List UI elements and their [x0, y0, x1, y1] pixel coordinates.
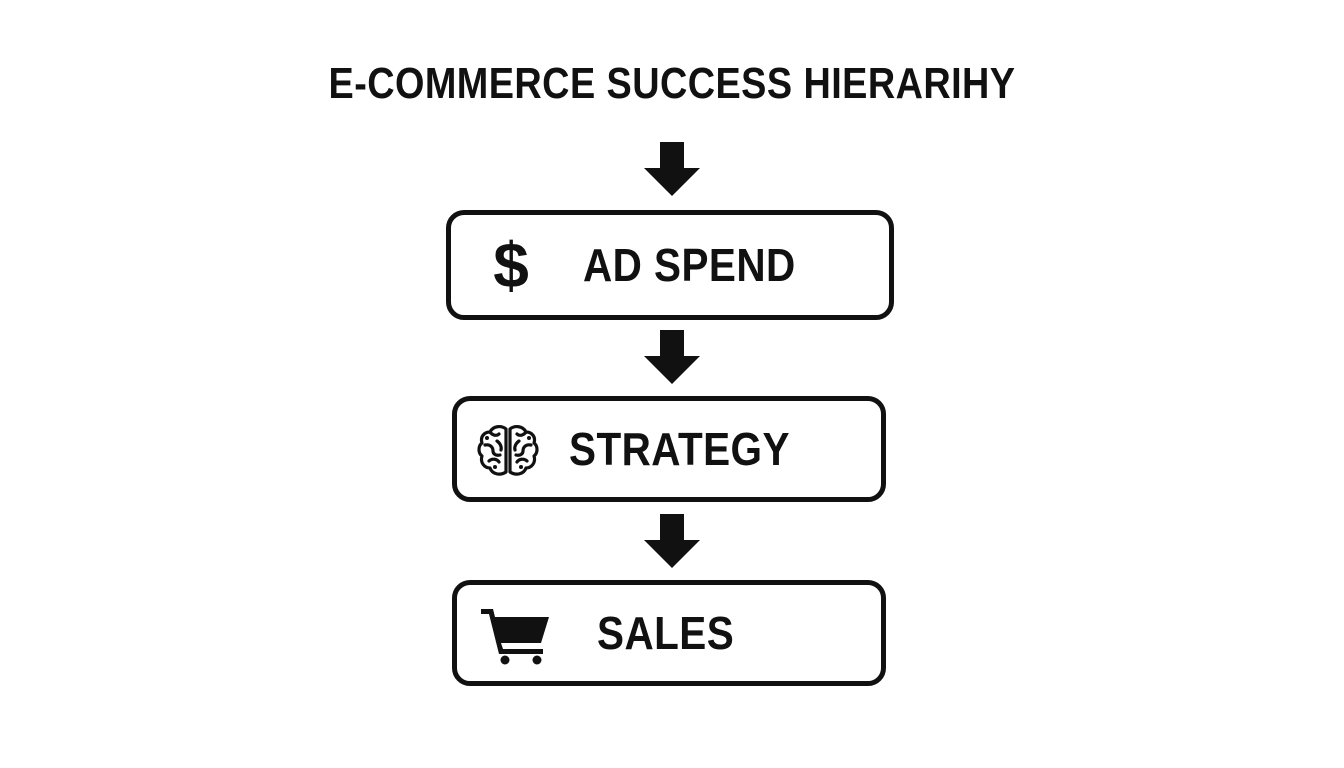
down-arrow-icon — [644, 514, 700, 568]
step-label-strategy: STRATEGY — [569, 423, 790, 475]
step-label-sales: SALES — [597, 607, 735, 659]
diagram-title: E-COMMERCE SUCCESS HIERARIHY — [328, 59, 1016, 108]
step-box-ad-spend: $ AD SPEND — [446, 210, 894, 320]
brain-icon — [477, 425, 539, 476]
step-box-sales: SALES — [452, 580, 886, 686]
down-arrow-icon — [644, 142, 700, 196]
step-box-strategy: STRATEGY — [452, 396, 886, 502]
step-label-ad-spend: AD SPEND — [583, 239, 796, 291]
down-arrow-icon — [644, 330, 700, 384]
dollar-icon: $ — [493, 229, 529, 301]
shopping-cart-icon — [481, 609, 549, 665]
